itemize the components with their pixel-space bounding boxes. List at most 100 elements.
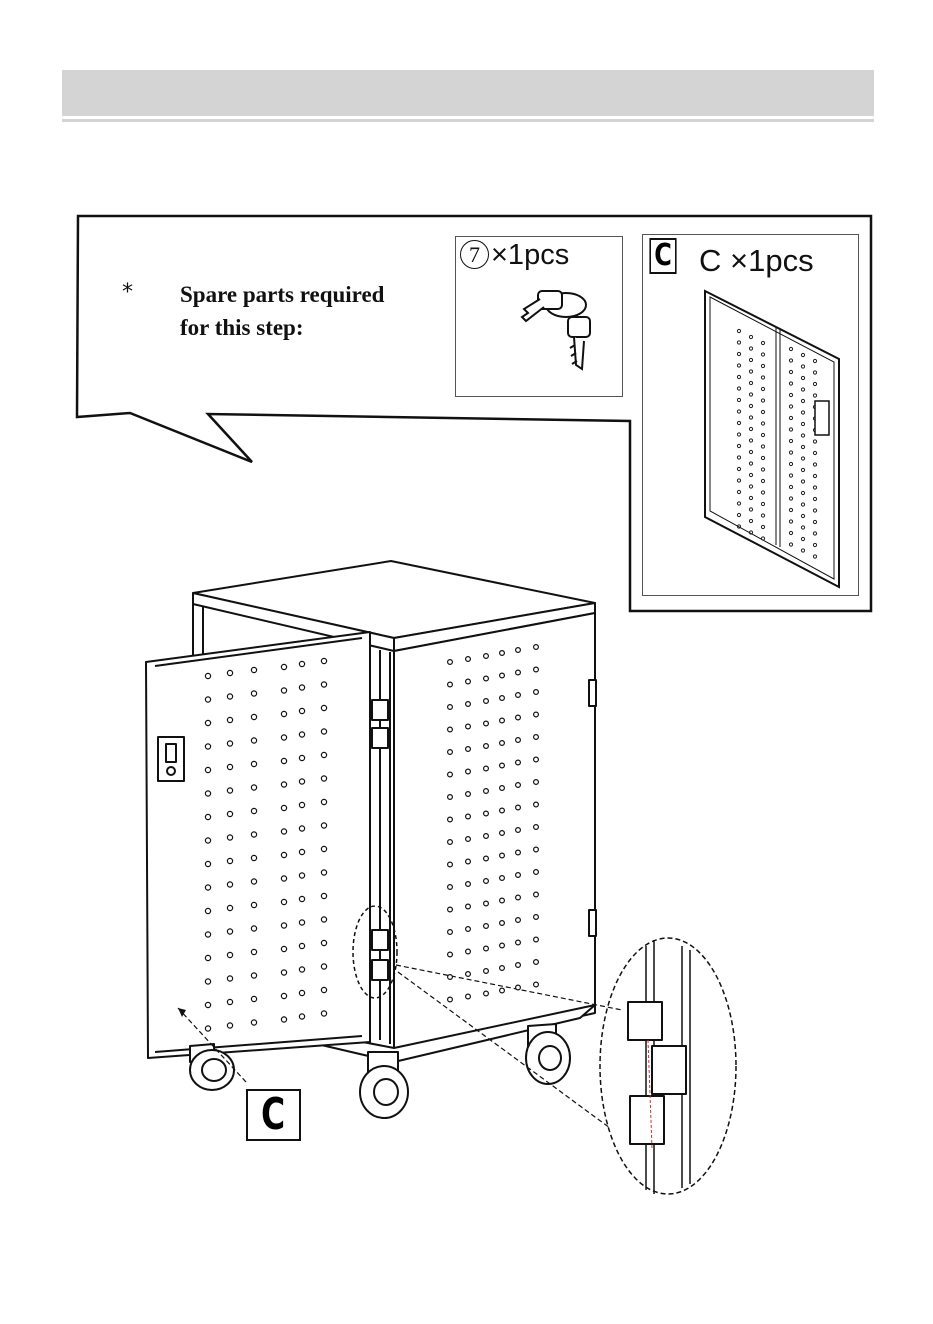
perforation-hole <box>299 849 304 854</box>
perforation-hole <box>516 918 521 923</box>
perforation-hole <box>299 990 304 995</box>
perforation-hole <box>321 846 326 851</box>
perforation-hole <box>500 831 505 836</box>
perforation-hole <box>321 823 326 828</box>
perforation-hole <box>516 715 521 720</box>
perforation-hole <box>227 694 232 699</box>
perforation-hole <box>484 969 489 974</box>
perforation-hole <box>227 905 232 910</box>
perforation-hole <box>321 870 326 875</box>
perforation-hole <box>534 892 539 897</box>
perforation-hole <box>227 929 232 934</box>
perforation-hole <box>299 661 304 666</box>
perforation-hole <box>281 664 286 669</box>
perforation-hole <box>516 783 521 788</box>
perforation-hole <box>516 738 521 743</box>
perforation-hole <box>500 943 505 948</box>
perforation-hole <box>516 940 521 945</box>
perforation-hole <box>321 917 326 922</box>
perforation-hole <box>466 949 471 954</box>
perforation-hole <box>227 788 232 793</box>
perforation-hole <box>534 802 539 807</box>
perforation-hole <box>299 967 304 972</box>
perforation-hole <box>466 657 471 662</box>
perforation-hole <box>321 987 326 992</box>
perforation-hole <box>500 808 505 813</box>
perforation-hole <box>251 879 256 884</box>
perforation-hole <box>299 873 304 878</box>
perforation-hole <box>448 930 453 935</box>
perforation-hole <box>281 805 286 810</box>
perforation-hole <box>299 1014 304 1019</box>
perforation-hole <box>321 940 326 945</box>
perforation-hole <box>466 769 471 774</box>
perforation-hole <box>466 837 471 842</box>
perforation-hole <box>448 705 453 710</box>
perforation-hole <box>299 685 304 690</box>
perforation-hole <box>484 811 489 816</box>
perforation-hole <box>534 667 539 672</box>
perforation-hole <box>227 952 232 957</box>
perforation-hole <box>534 937 539 942</box>
perforation-hole <box>251 785 256 790</box>
perforation-hole <box>281 970 286 975</box>
perforation-hole <box>466 747 471 752</box>
perforation-hole <box>500 741 505 746</box>
perforation-hole <box>281 876 286 881</box>
perforation-hole <box>500 876 505 881</box>
perforation-hole <box>299 826 304 831</box>
perforation-hole <box>484 991 489 996</box>
perforation-hole <box>321 776 326 781</box>
perforation-hole <box>251 832 256 837</box>
perforation-hole <box>281 1017 286 1022</box>
perforation-hole <box>227 811 232 816</box>
perforation-hole <box>205 932 210 937</box>
perforation-hole <box>448 660 453 665</box>
perforation-hole <box>251 714 256 719</box>
perforation-hole <box>484 766 489 771</box>
perforation-hole <box>448 840 453 845</box>
perforation-hole <box>466 882 471 887</box>
perforation-hole <box>484 879 489 884</box>
perforation-hole <box>484 946 489 951</box>
perforation-hole <box>227 1023 232 1028</box>
perforation-hole <box>484 744 489 749</box>
perforation-hole <box>321 658 326 663</box>
perforation-hole <box>500 718 505 723</box>
perforation-hole <box>299 708 304 713</box>
perforation-hole <box>466 679 471 684</box>
perforation-hole <box>299 732 304 737</box>
perforation-hole <box>448 727 453 732</box>
perforation-hole <box>251 808 256 813</box>
perforation-hole <box>251 902 256 907</box>
perforation-hole <box>321 1011 326 1016</box>
perforation-hole <box>205 838 210 843</box>
perforation-hole <box>484 699 489 704</box>
perforation-hole <box>500 898 505 903</box>
perforation-hole <box>281 829 286 834</box>
perforation-hole <box>466 702 471 707</box>
perforation-hole <box>448 795 453 800</box>
perforation-hole <box>484 654 489 659</box>
perforation-hole <box>516 670 521 675</box>
door-c-letter: C <box>261 1091 285 1139</box>
perforation-hole <box>516 648 521 653</box>
perforation-hole <box>516 873 521 878</box>
perforation-hole <box>321 729 326 734</box>
perforation-hole <box>534 870 539 875</box>
perforation-hole <box>227 717 232 722</box>
perforation-hole <box>534 712 539 717</box>
perforation-hole <box>484 834 489 839</box>
perforation-hole <box>205 885 210 890</box>
perforation-hole <box>534 915 539 920</box>
perforation-hole <box>466 994 471 999</box>
perforation-hole <box>227 741 232 746</box>
perforation-hole <box>534 645 539 650</box>
perforation-hole <box>500 966 505 971</box>
perforation-hole <box>321 964 326 969</box>
perforation-hole <box>205 1026 210 1031</box>
perforation-hole <box>205 720 210 725</box>
perforation-hole <box>484 856 489 861</box>
perforation-hole <box>227 858 232 863</box>
